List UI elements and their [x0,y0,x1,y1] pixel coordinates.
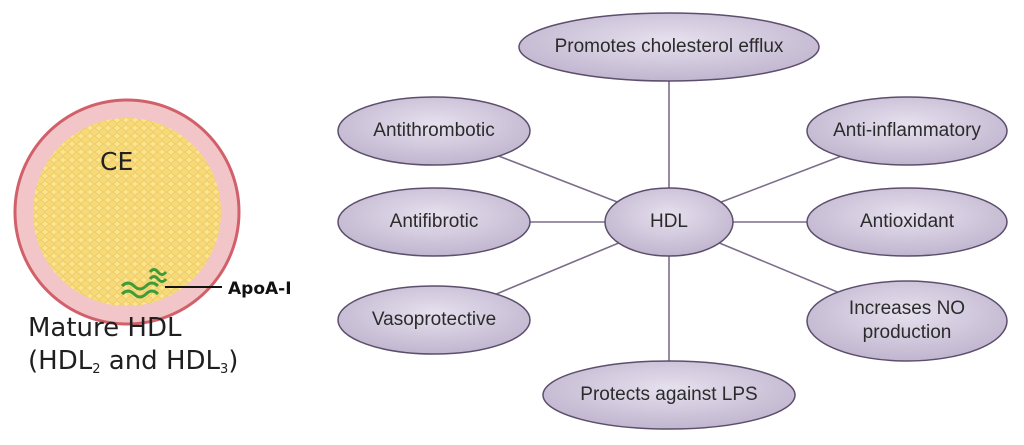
caption-line2: (HDL2 and HDL3) [28,346,239,377]
connector-antithrombotic [498,155,618,203]
node-increases-no [806,280,1008,362]
connector-increases-no [719,242,838,293]
node-vasoprotective [337,285,531,355]
caption-hdl3: HDL [165,346,221,376]
hdl-particle [13,98,241,326]
node-cholesterol-efflux [518,12,820,82]
caption-line1: Mature HDL [28,313,182,343]
connector-anti-inflammatory [720,155,841,203]
caption-hdl2: HDL [38,346,93,376]
node-antifibrotic [337,187,531,257]
node-hdl-hub [604,187,734,257]
apoa-i-label: ApoA-I [228,279,292,299]
node-antioxidant [806,187,1008,257]
caption-and: and [100,346,166,376]
caption-hdl2-sub: 2 [92,362,101,377]
function-nodes [337,12,1008,430]
ce-label: CE [100,147,134,176]
caption-hdl3-sub: 3 [220,362,229,377]
connectors [495,81,841,361]
particle-core [33,118,221,306]
node-anti-inflammatory [806,96,1008,166]
connector-vasoprotective [495,242,619,295]
apoa-i-protein-icon [120,268,168,299]
node-antithrombotic [337,96,531,166]
node-protects-lps [542,360,796,430]
mature-hdl-caption: Mature HDL (HDL2 and HDL3) [28,312,238,386]
